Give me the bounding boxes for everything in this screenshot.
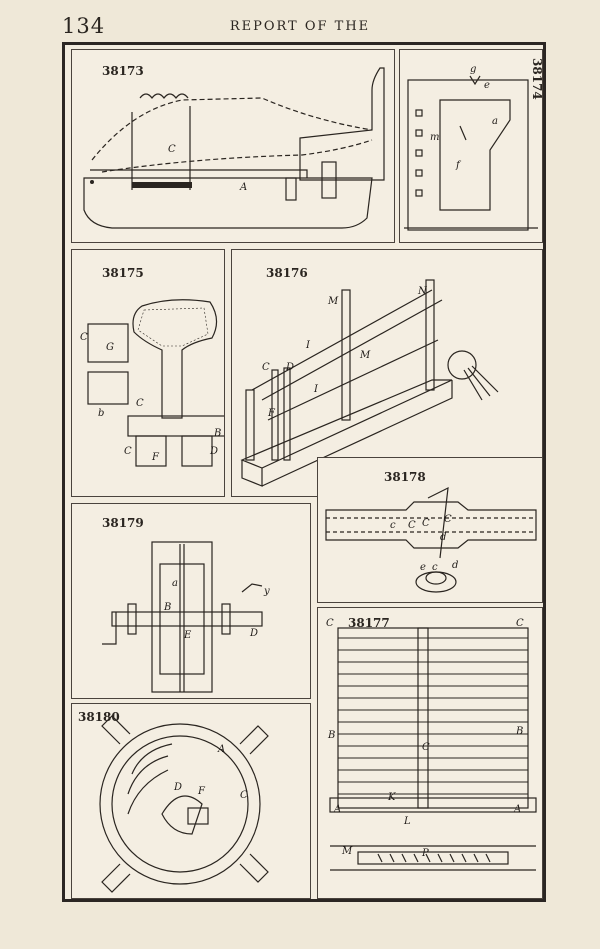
figure-number: 38177 <box>348 616 390 630</box>
figure-number: 38180 <box>78 710 120 724</box>
mill-drawing <box>99 715 269 893</box>
figure-38177: 38177 C C B B C A K A L M P <box>317 607 543 899</box>
figure-38176: 38176 M N I M C D I F <box>231 249 543 497</box>
figure-number: 38173 <box>102 64 144 78</box>
rack-drawing <box>329 627 537 871</box>
figure-38180: 38180 A D F C <box>71 703 311 899</box>
stamp-drawing <box>87 299 224 467</box>
page-number: 134 <box>62 14 106 38</box>
figure-number: 38176 <box>266 266 308 280</box>
churn-drawing <box>102 541 263 693</box>
figure-38179: 38179 a B E D y <box>71 503 311 699</box>
figure-number: 38179 <box>102 516 144 530</box>
figure-38178: 38178 c C C C d e c d <box>317 457 543 603</box>
running-head: REPORT OF THE <box>229 19 371 34</box>
page-header: 134 REPORT OF THE <box>0 0 600 40</box>
figure-38174: 38174 a f m g e <box>399 49 543 243</box>
figure-number: 38178 <box>384 470 426 484</box>
loom-frame-drawing <box>240 279 499 487</box>
figure-number: 38174 <box>530 58 543 100</box>
pipe-coupling-drawing <box>325 486 537 593</box>
figure-38173: 38173 C A <box>71 49 395 243</box>
furnace-drawing <box>404 75 538 231</box>
figure-number: 38175 <box>102 266 144 280</box>
shoe-sole-drawing <box>83 67 385 229</box>
figure-38175: 38175 C G C b C B F D <box>71 249 225 497</box>
drawing-plate: 38173 C A 38174 <box>62 42 546 902</box>
